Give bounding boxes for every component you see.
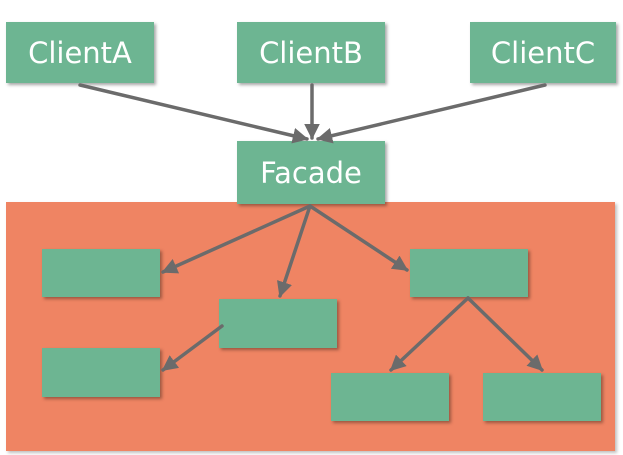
subsystem-box-1 — [42, 249, 160, 297]
arrow-facade-to-sub2 — [277, 204, 312, 298]
facade-box: Facade — [237, 141, 385, 204]
arrow-facade-to-sub1 — [161, 204, 312, 274]
arrow-sub4-to-sub6 — [466, 296, 544, 372]
facade-label: Facade — [260, 155, 362, 190]
client-b-label: ClientB — [259, 35, 363, 70]
subsystem-box-3 — [42, 348, 160, 397]
subsystem-box-2 — [219, 299, 337, 348]
client-a-label: ClientA — [28, 35, 132, 70]
client-b-box: ClientB — [237, 22, 385, 83]
arrow-clienta-to-facade — [78, 83, 309, 144]
arrow-facade-to-sub4 — [308, 204, 409, 272]
arrow-clientc-to-facade — [316, 83, 547, 144]
client-c-label: ClientC — [490, 35, 596, 70]
client-c-box: ClientC — [470, 22, 616, 83]
client-a-box: ClientA — [6, 22, 154, 83]
subsystem-box-5 — [331, 373, 449, 421]
arrow-sub2-to-sub3 — [161, 324, 224, 372]
subsystem-box-4 — [410, 249, 528, 297]
subsystem-box-6 — [483, 373, 601, 421]
arrow-sub4-to-sub5 — [389, 296, 470, 372]
